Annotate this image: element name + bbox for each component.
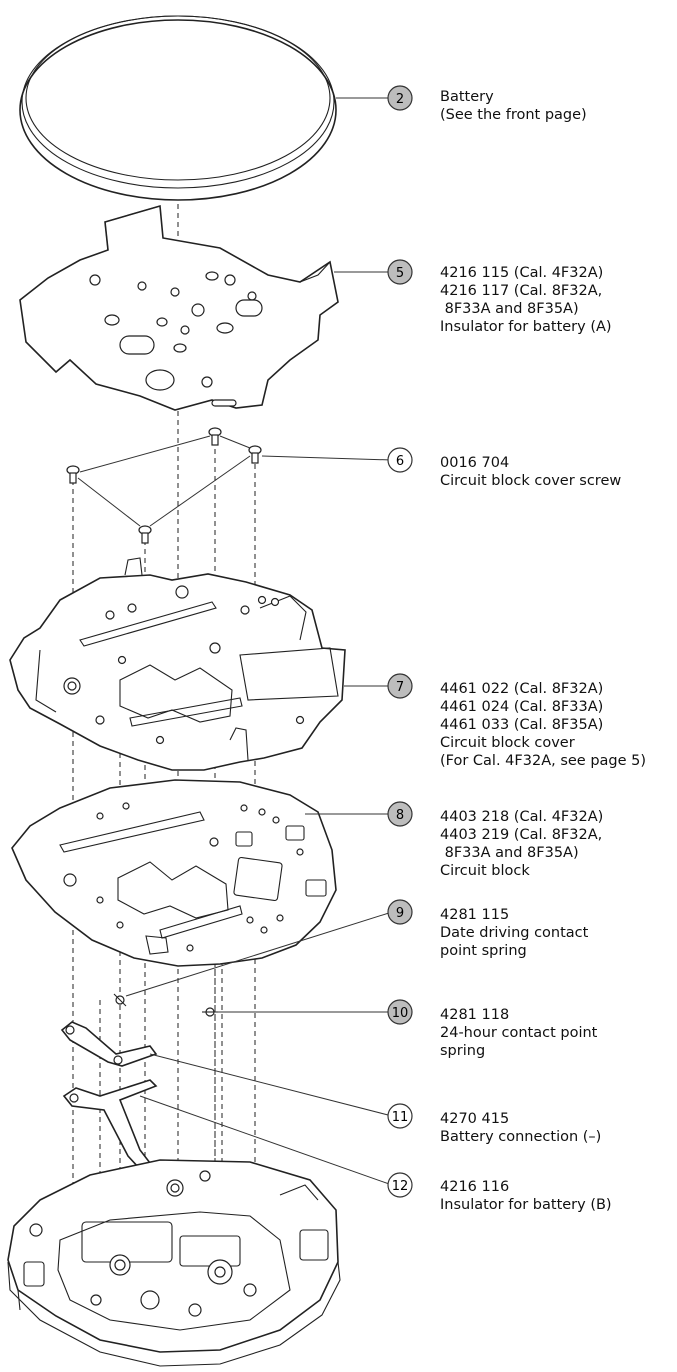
battery-connection-part bbox=[60, 1021, 393, 1117]
svg-text:6: 6 bbox=[396, 454, 404, 469]
callout-marker-7: 7 bbox=[387, 673, 413, 699]
insulator-b-part bbox=[62, 1079, 393, 1186]
svg-text:2: 2 bbox=[396, 92, 404, 107]
label-insulator-a: 4216 115 (Cal. 4F32A) 4216 117 (Cal. 8F3… bbox=[440, 264, 612, 336]
circuit-block-part bbox=[11, 779, 337, 967]
callout-marker-10: 10 bbox=[387, 999, 413, 1025]
callout-markers: 2 5 6 7 8 9 10 11 bbox=[387, 85, 413, 1198]
svg-text:9: 9 bbox=[396, 906, 404, 921]
callout-marker-5: 5 bbox=[387, 259, 413, 285]
label-line: 4281 118 bbox=[440, 1007, 510, 1023]
callout-marker-6: 6 bbox=[387, 447, 413, 473]
label-battery: Battery (See the front page) bbox=[440, 88, 587, 124]
callout-marker-12: 12 bbox=[387, 1172, 413, 1198]
insulator-a-part bbox=[19, 204, 339, 411]
svg-text:8: 8 bbox=[396, 808, 404, 823]
circuit-block-cover-part bbox=[9, 557, 346, 771]
label-line: Circuit block cover screw bbox=[440, 473, 622, 489]
label-line: 24-hour contact point bbox=[440, 1025, 598, 1041]
label-date-spring: 4281 115 Date driving contact point spri… bbox=[440, 906, 588, 960]
label-insulator-b: 4216 116 Insulator for battery (B) bbox=[440, 1178, 612, 1214]
label-circuit-block: 4403 218 (Cal. 4F32A) 4403 219 (Cal. 8F3… bbox=[440, 808, 603, 880]
svg-text:12: 12 bbox=[392, 1179, 409, 1194]
label-line: 4216 117 (Cal. 8F32A, bbox=[440, 283, 603, 299]
label-line: 0016 704 bbox=[440, 455, 510, 471]
label-line: 4216 115 (Cal. 4F32A) bbox=[440, 265, 604, 281]
label-line: 4461 022 (Cal. 8F32A) bbox=[440, 681, 604, 697]
label-line: 8F33A and 8F35A) bbox=[440, 845, 579, 861]
label-circuit-block-cover: 4461 022 (Cal. 8F32A) 4461 024 (Cal. 8F3… bbox=[440, 680, 646, 770]
battery-part bbox=[19, 15, 337, 201]
svg-text:5: 5 bbox=[396, 266, 404, 281]
label-24h-spring: 4281 118 24-hour contact point spring bbox=[440, 1006, 597, 1060]
contact-springs-part bbox=[113, 911, 393, 1017]
label-line: Insulator for battery (A) bbox=[440, 319, 612, 335]
label-line: (For Cal. 4F32A, see page 5) bbox=[440, 753, 647, 769]
label-line: 4281 115 bbox=[440, 907, 510, 923]
callout-marker-11: 11 bbox=[387, 1103, 413, 1129]
label-line: point spring bbox=[440, 943, 527, 959]
callout-marker-8: 8 bbox=[387, 801, 413, 827]
label-line: 4461 024 (Cal. 8F33A) bbox=[440, 699, 604, 715]
label-line: 4403 219 (Cal. 8F32A, bbox=[440, 827, 603, 843]
svg-text:11: 11 bbox=[392, 1110, 409, 1125]
leader-lines bbox=[261, 97, 393, 815]
svg-text:7: 7 bbox=[396, 680, 404, 695]
label-line: Circuit block cover bbox=[440, 735, 575, 751]
label-line: Circuit block bbox=[440, 863, 530, 879]
label-line: spring bbox=[440, 1043, 486, 1059]
label-battery-connection: 4270 415 Battery connection (–) bbox=[440, 1110, 601, 1146]
callout-marker-2: 2 bbox=[387, 85, 413, 111]
label-line: Battery bbox=[440, 89, 494, 105]
label-line: Insulator for battery (B) bbox=[440, 1197, 612, 1213]
screws-part bbox=[66, 427, 262, 544]
label-line: 4270 415 bbox=[440, 1111, 510, 1127]
label-line: (See the front page) bbox=[440, 107, 587, 123]
label-line: Battery connection (–) bbox=[440, 1129, 602, 1145]
movement-base-part bbox=[7, 1159, 341, 1367]
label-line: 4403 218 (Cal. 4F32A) bbox=[440, 809, 604, 825]
label-cover-screw: 0016 704 Circuit block cover screw bbox=[440, 454, 621, 490]
label-line: Date driving contact bbox=[440, 925, 589, 941]
label-line: 8F33A and 8F35A) bbox=[440, 301, 579, 317]
label-line: 4461 033 (Cal. 8F35A) bbox=[440, 717, 604, 733]
callout-marker-9: 9 bbox=[387, 899, 413, 925]
svg-text:10: 10 bbox=[392, 1006, 409, 1021]
label-line: 4216 116 bbox=[440, 1179, 510, 1195]
